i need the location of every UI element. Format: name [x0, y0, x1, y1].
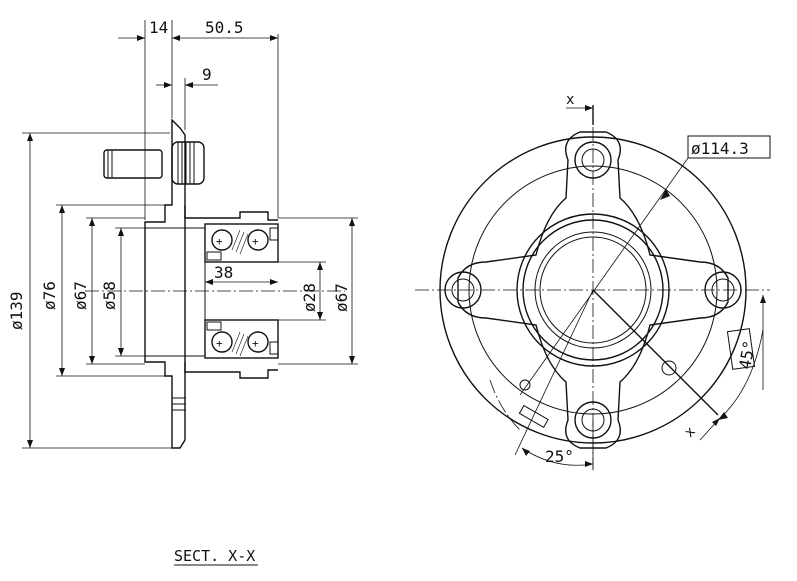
section-title: SECT. X-X: [174, 547, 255, 565]
dim-angle-45: 45°: [735, 339, 759, 371]
flange-bolt-detail: [172, 397, 186, 411]
top-dimensions: 14 50.5 9: [118, 18, 279, 220]
dim-dia-67-left: ø67: [71, 281, 90, 310]
angle-45-box: [726, 328, 756, 370]
inner-flange-circle: [468, 165, 718, 415]
hub-body-lower: [184, 362, 278, 379]
center-bore-mid: [522, 219, 664, 361]
inner-dimensions: 38 ø28 ø67: [205, 217, 358, 365]
svg-text:+: +: [252, 235, 259, 248]
hub-cross-profile: [457, 131, 729, 449]
dim-38: 38: [214, 263, 233, 282]
dim-pcd: ø114.3: [691, 139, 749, 158]
bolt-hole-left: [444, 271, 482, 309]
abs-arc: [489, 379, 521, 431]
section-marker-bottom: x: [682, 424, 699, 441]
upper-bearing: + +: [204, 223, 279, 263]
dim-dia-139: ø139: [7, 291, 26, 330]
pcd-leader: [519, 157, 689, 396]
dim-dia-76: ø76: [40, 281, 59, 310]
small-hole-left: [519, 379, 531, 391]
hub-flange: [144, 118, 186, 449]
section-marker-top: x: [566, 92, 574, 108]
svg-text:+: +: [252, 337, 259, 350]
svg-text:+: +: [216, 337, 223, 350]
center-bore-inner: [534, 231, 652, 349]
left-dimensions: ø139 ø76 ø67 ø58: [7, 132, 172, 449]
bolt-hole-right: [704, 271, 742, 309]
center-bore-outer: [516, 213, 670, 367]
dim-dia-67-right: ø67: [332, 283, 351, 312]
bolt-hole-top: [574, 141, 612, 179]
section-view: + + + +: [7, 18, 358, 449]
dim-14: 14: [149, 18, 168, 37]
dim-dia-58: ø58: [100, 281, 119, 310]
lower-bearing: + +: [204, 319, 279, 359]
pcd-box: [687, 135, 771, 159]
dim-50-5: 50.5: [205, 18, 244, 37]
wheel-stud: [103, 141, 205, 185]
section-line-bottom: [592, 289, 719, 416]
hub-body-upper: [184, 205, 278, 221]
svg-text:+: +: [216, 235, 223, 248]
abs-slot: [518, 404, 549, 429]
dim-9: 9: [202, 65, 212, 84]
small-hole-right: [661, 360, 677, 376]
pilot-bore: [144, 227, 206, 357]
dim-dia-28: ø28: [300, 283, 319, 312]
center-bore-core: [539, 236, 647, 344]
front-view: ø114.3 x x 45° 25°: [415, 92, 771, 470]
dim-angle-25: 25°: [545, 447, 574, 466]
